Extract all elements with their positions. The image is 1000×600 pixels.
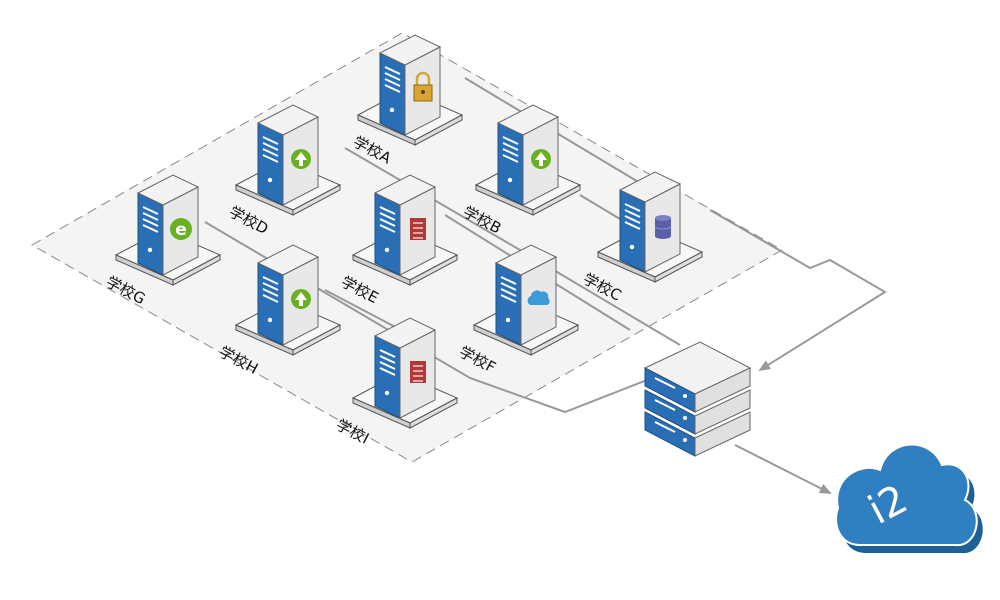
hub-server-stack bbox=[643, 341, 752, 457]
server-h: 学校H bbox=[216, 244, 342, 378]
server-f: 学校F bbox=[456, 244, 580, 377]
document-icon bbox=[410, 361, 426, 383]
upload-arrow-icon bbox=[531, 149, 551, 169]
server-a: 学校A bbox=[350, 34, 464, 168]
upload-arrow-icon bbox=[291, 149, 311, 169]
svg-text:e: e bbox=[175, 220, 187, 240]
rack-unit-2 bbox=[644, 389, 751, 435]
browser-e-icon: e bbox=[170, 218, 192, 240]
database-icon bbox=[654, 215, 672, 239]
document-icon bbox=[410, 218, 426, 240]
cloud-icon bbox=[527, 290, 550, 305]
rack-unit-1 bbox=[643, 341, 752, 413]
rack-unit-3 bbox=[644, 411, 751, 457]
server-d: 学校D bbox=[226, 104, 342, 238]
upload-arrow-icon bbox=[291, 289, 311, 309]
server-c: 学校C bbox=[580, 171, 704, 305]
i2-cloud: i2 bbox=[835, 443, 983, 554]
cloud-icon bbox=[835, 443, 978, 547]
server-i: 学校I bbox=[333, 317, 459, 448]
lock-icon bbox=[413, 71, 433, 102]
